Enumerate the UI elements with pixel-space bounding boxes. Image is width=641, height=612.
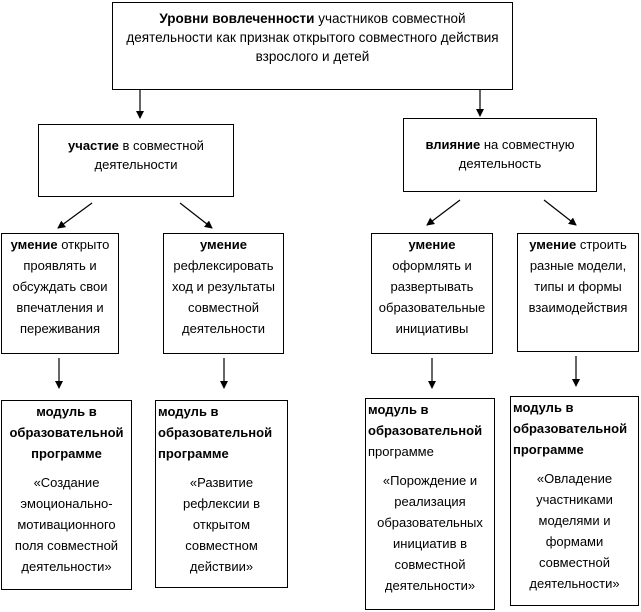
skill-3-bold: умение <box>408 237 456 252</box>
arrow-participation-to-skill1 <box>57 202 93 229</box>
module-1-body: «Создание эмоционально-мотивационного по… <box>14 475 119 574</box>
influence-bold: влияние <box>425 137 481 152</box>
module-box-1: модуль в образовательной программе «Созд… <box>1 400 132 590</box>
top-title-bold: Уровни вовлеченности <box>159 11 315 26</box>
module-3-title-rest: программе <box>368 444 434 459</box>
module-4-title: модуль в образовательной программе <box>513 400 628 457</box>
participation-bold: участие <box>68 138 119 153</box>
module-3-title-bold: модуль в образовательной <box>368 402 483 438</box>
skill-2-bold: умение <box>200 237 247 252</box>
module-3-body: «Порождение и реализация образовательных… <box>377 473 483 593</box>
arrow-influence-to-skill3 <box>426 199 461 226</box>
arrow-influence-to-skill4 <box>543 199 577 226</box>
top-box: Уровни вовлеченности участников совместн… <box>112 2 513 90</box>
top-title-rest: участников совместной деятельности как п… <box>126 11 499 64</box>
skill-3-rest: оформлять и развертывать образовательные… <box>378 258 486 336</box>
skill-2-rest: рефлексировать ход и результаты совместн… <box>172 258 275 336</box>
skill-box-4: умение строить разные модели, типы и фор… <box>517 233 639 352</box>
module-box-4: модуль в образовательной программе «Овла… <box>510 396 639 606</box>
module-4-body: «Овладение участниками моделями и формам… <box>529 471 620 591</box>
skill-1-bold: умение <box>10 237 58 252</box>
arrow-participation-to-skill2 <box>179 202 213 229</box>
module-2-title: модуль в образовательной программе <box>158 404 273 461</box>
participation-rest: в совместной деятельности <box>94 138 204 172</box>
skill-box-3: умение оформлять и развертывать образова… <box>371 233 493 354</box>
module-box-3: модуль в образовательной программе «Поро… <box>365 398 495 610</box>
influence-box: влияние на совместную деятельность <box>403 118 597 192</box>
skill-4-rest: строить разные модели, типы и формы взаи… <box>528 237 628 315</box>
module-3-title: модуль в образовательной программе <box>368 399 492 462</box>
participation-box: участие в совместной деятельности <box>38 124 234 197</box>
skill-4-bold: умение <box>529 237 577 252</box>
skill-box-1: умение открыто проявлять и обсуждать сво… <box>1 233 119 354</box>
module-1-title: модуль в образовательной программе <box>9 404 124 461</box>
skill-1-rest: открыто проявлять и обсуждать свои впеча… <box>12 237 110 336</box>
influence-rest: на совместную деятельность <box>458 137 575 171</box>
module-2-body: «Развитие рефлексии в открытом совместно… <box>182 475 261 574</box>
module-box-2: модуль в образовательной программе «Разв… <box>155 400 288 588</box>
skill-box-2: умение рефлексировать ход и результаты с… <box>163 233 284 354</box>
